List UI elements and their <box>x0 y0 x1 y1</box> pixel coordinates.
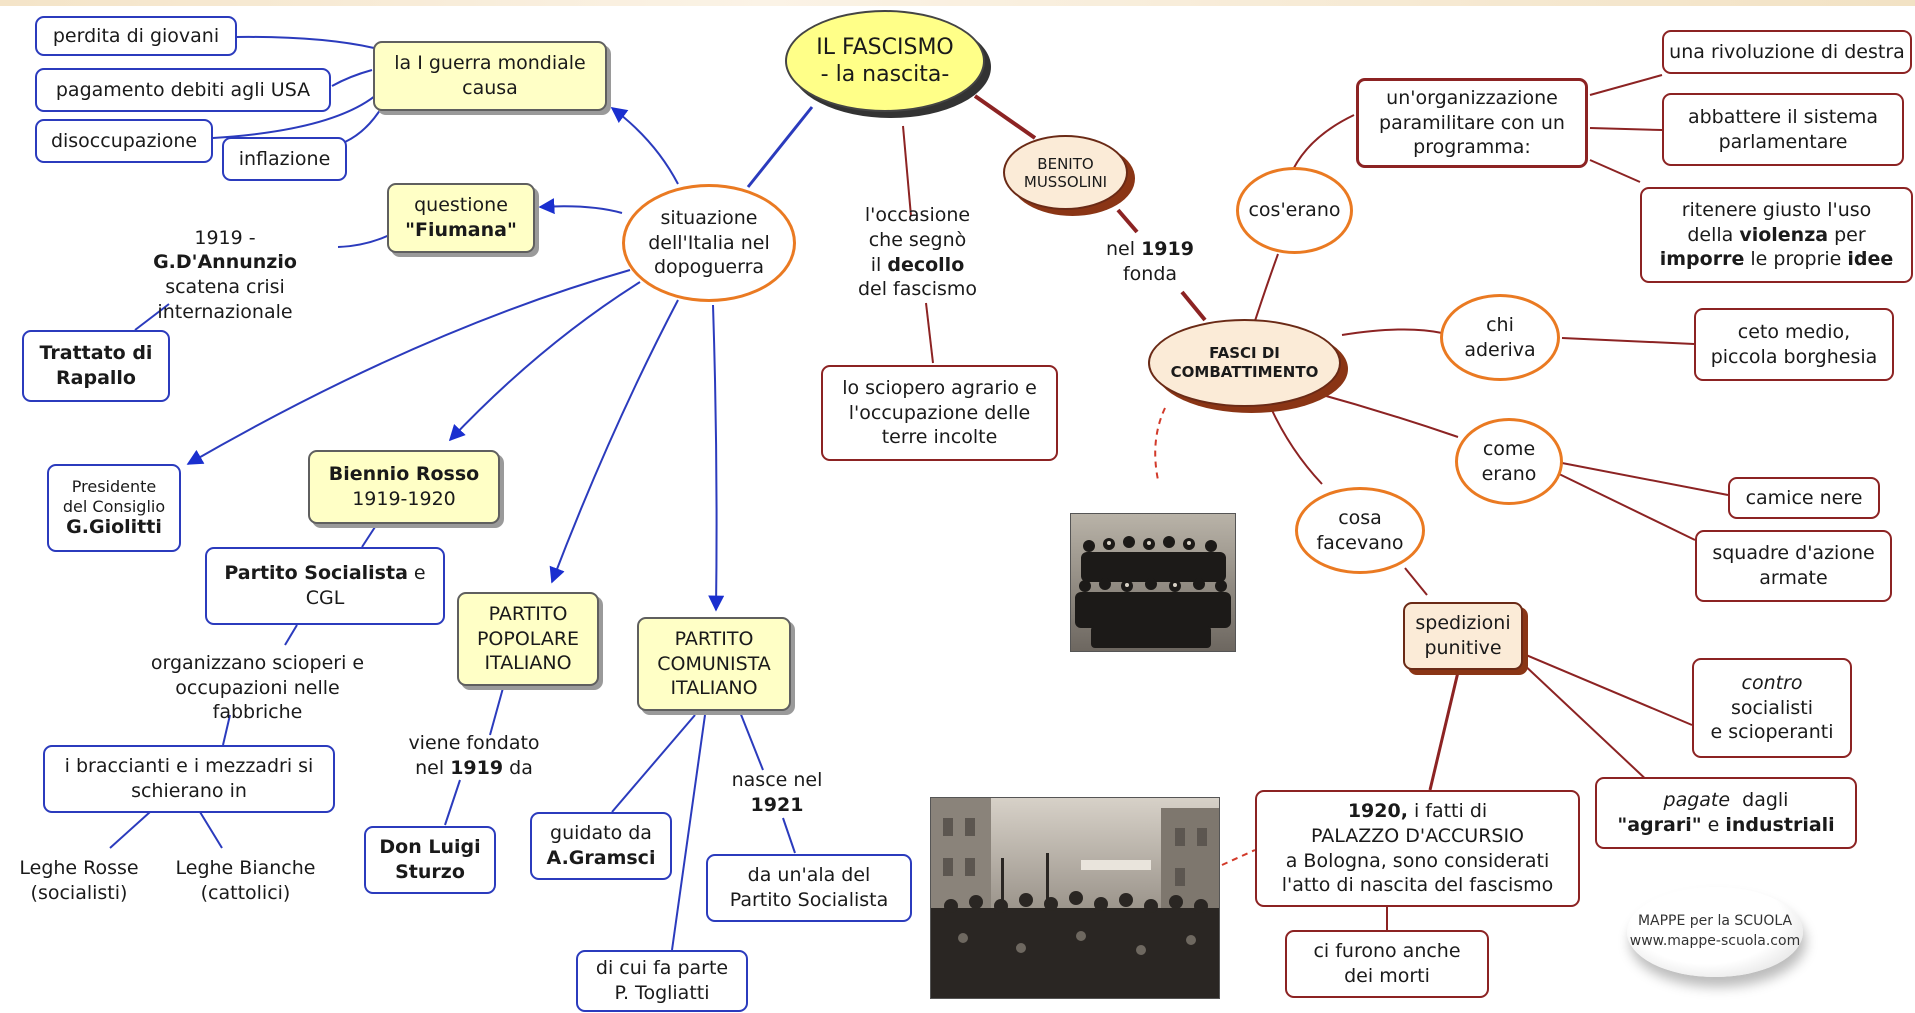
node-spedizioni-punitive: spedizioni punitive <box>1403 602 1523 670</box>
node-cosa-erano: cos'erano <box>1236 167 1353 254</box>
arrow-to-biennio <box>448 281 641 442</box>
text-strikes: organizzano scioperi e occupazioni nelle… <box>150 651 365 724</box>
node-debt-usa: pagamento debiti agli USA <box>35 68 331 112</box>
node-abbattere: abbattere il sistema parlamentare <box>1662 93 1904 166</box>
node-organizzazione: un'organizzazione paramilitare con un pr… <box>1356 78 1588 168</box>
node-palazzo-accursio: 1920, i fatti di PALAZZO D'ACCURSIO a Bo… <box>1255 790 1580 907</box>
arrow-to-giolitti <box>186 269 631 465</box>
node-postwar-situation: situazione dell'Italia nel dopoguerra <box>622 184 796 302</box>
text-leghe-bianche: Leghe Bianche(cattolici) <box>175 857 316 904</box>
arrow-to-pci <box>708 304 725 612</box>
node-pagate-agrari: pagate dagli "agrari" e industriali <box>1595 777 1857 849</box>
node-unemployment: disoccupazione <box>35 119 213 163</box>
node-camicie-nere: camice nere <box>1728 477 1880 519</box>
top-border <box>0 0 1915 6</box>
node-sciopero-agrario: lo sciopero agrario e l'occupazione dell… <box>821 365 1058 461</box>
text-ppi-founded: viene fondato nel 1919 da <box>408 732 540 779</box>
node-youth-loss: perdita di giovani <box>35 16 237 56</box>
text-dannunzio: 1919 - G.D'Annunzio scatena crisi intern… <box>153 226 297 323</box>
node-fiume-question: questione"Fiumana" <box>387 183 535 253</box>
node-rapallo-treaty: Trattato di Rapallo <box>22 330 170 402</box>
link-title-situazione <box>746 106 814 188</box>
map-title: IL FASCISMO - la nascita- <box>785 10 985 112</box>
node-morti: ci furono anche dei morti <box>1285 930 1489 998</box>
node-sturzo: Don Luigi Sturzo <box>364 826 496 894</box>
node-violenza: ritenere giusto l'uso della violenza per… <box>1640 187 1913 283</box>
photo-palazzo-accursio <box>930 797 1220 999</box>
text-occasione: l'occasione che segnò il decollo del fas… <box>857 204 978 301</box>
text-leghe-rosse: Leghe Rosse(socialisti) <box>19 857 139 904</box>
node-braccianti: i braccianti e i mezzadri si schierano i… <box>43 745 335 813</box>
node-inflation: inflazione <box>222 137 347 181</box>
text-1919-founds: nel 1919 fonda <box>1106 238 1194 285</box>
arrow-to-ppi <box>549 299 679 584</box>
node-socialist-party: Partito Socialista e CGL <box>205 547 445 625</box>
node-socialist-wing: da un'ala del Partito Socialista <box>706 854 912 922</box>
arrow-to-fiume <box>538 198 623 215</box>
arrow-to-war <box>610 107 679 185</box>
node-squadre: squadre d'azione armate <box>1695 530 1892 602</box>
node-world-war: la I guerra mondiale causa <box>373 41 607 111</box>
node-rivoluzione-destra: una rivoluzione di destra <box>1662 30 1912 74</box>
node-ceto-medio: ceto medio, piccola borghesia <box>1694 308 1894 381</box>
photo-fasci-group <box>1070 513 1236 652</box>
